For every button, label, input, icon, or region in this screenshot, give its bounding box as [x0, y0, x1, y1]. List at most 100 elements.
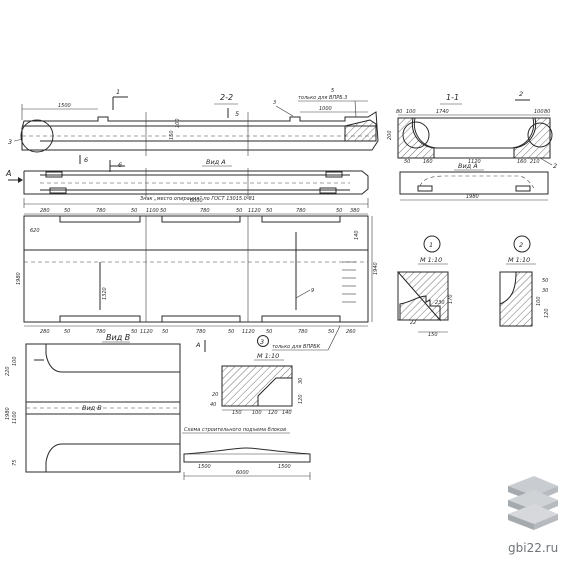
- b-dim-50c: 50: [162, 329, 168, 335]
- d3-dim-140: 140: [282, 410, 292, 416]
- lift-scheme: Схема строительного подъема блоков 1500 …: [182, 427, 311, 480]
- r-dim-80b: 80: [544, 109, 550, 115]
- view-a-arrow-bottom: А: [195, 341, 200, 349]
- label-5-top: 5: [331, 88, 334, 94]
- l-dim-1980: 1980: [5, 407, 11, 420]
- cut-6: 6: [118, 161, 122, 169]
- r-dim-50: 50: [404, 159, 410, 165]
- ls-dim-1500b: 1500: [278, 464, 291, 470]
- cut-5: 5: [235, 110, 239, 118]
- d1-dim-170: 170: [448, 294, 454, 304]
- elevation-2-2: 2-2 3 1500 1 5 3 5 только для ВПРБ.3 1: [8, 88, 379, 172]
- p-dim-1980: 1980: [16, 272, 22, 285]
- b-dim-50e: 50: [266, 329, 272, 335]
- view-a-strip: Вид А А Знак „место опирания“ по ГОСТ 13…: [5, 158, 369, 208]
- r-dim-100a: 100: [406, 109, 416, 115]
- view-a-title: Вид А: [206, 158, 226, 166]
- section-label-2-2: 2-2: [220, 93, 233, 102]
- p-dim-50b: 50: [131, 208, 137, 214]
- r-dim-160b: 160: [517, 159, 527, 165]
- p-dim-780b: 780: [200, 208, 210, 214]
- d1-dim-230: 230: [435, 300, 445, 306]
- d2-dim-30: 30: [542, 288, 548, 294]
- d3-dim-40: 40: [210, 402, 216, 408]
- view-a-arrow: А: [5, 169, 11, 178]
- r-dim-80: 80: [396, 109, 402, 115]
- d3-dim-150: 150: [232, 410, 242, 416]
- l-dim-100: 100: [12, 356, 18, 366]
- p-dim-50a: 50: [64, 208, 70, 214]
- p-dim-50f: 50: [336, 208, 342, 214]
- r-dim-100b: 100: [534, 109, 544, 115]
- detail-1-number: 1: [429, 241, 433, 249]
- dim-100: 100: [175, 118, 181, 128]
- note-only-vprb3: только для ВПРБ.3: [298, 95, 347, 101]
- b-dim-50d: 50: [228, 329, 234, 335]
- b-dim-1120b: 1120: [242, 329, 255, 335]
- note-only-vprbk: только для ВПРБК: [272, 344, 321, 350]
- detail-1-scale: М 1:10: [420, 256, 442, 264]
- b-dim-780c: 780: [298, 329, 308, 335]
- p-dim-50e: 50: [266, 208, 272, 214]
- p-dim-280: 280: [40, 208, 50, 214]
- b-dim-780a: 780: [96, 329, 106, 335]
- detail-2: 2 М 1:10 50 30 100 120: [499, 235, 550, 327]
- detail-3-scale: М 1:10: [257, 352, 279, 360]
- cut-1-top: 1: [116, 88, 120, 96]
- callout-3: 3: [8, 138, 12, 146]
- p-dim-1120: 1120: [248, 208, 261, 214]
- d1-dim-22: 22: [410, 320, 416, 326]
- d2-dim-50: 50: [542, 278, 548, 284]
- dim-150: 150: [169, 130, 175, 140]
- p-dim-780c: 780: [296, 208, 306, 214]
- label-3-top: 3: [273, 100, 276, 106]
- note-lift-scheme: Схема строительного подъема блоков: [184, 427, 286, 433]
- b-dim-50b: 50: [131, 329, 137, 335]
- b-dim-780b: 780: [196, 329, 206, 335]
- plan-view: 280 50 780 50 1100 50 780 50 1120 50 780…: [16, 208, 379, 351]
- view-v-left-title: Вид В: [106, 333, 130, 342]
- l-dim-220: 220: [5, 366, 11, 376]
- section-1-1: 1-1 2 1740 80 100 100 80 200 160 1120 16…: [387, 90, 557, 201]
- r-dim-210: 210: [530, 159, 540, 165]
- b-dim-50a: 50: [64, 329, 70, 335]
- l-dim-75: 75: [12, 460, 18, 466]
- dim-6000-top: 6000: [190, 198, 203, 204]
- d3-dim-120: 120: [298, 394, 304, 404]
- b-dim-260: 260: [346, 329, 356, 335]
- cut-6-left: 6: [84, 156, 88, 164]
- d3-dim-30: 30: [298, 378, 304, 384]
- p-dim-50c: 50: [160, 208, 166, 214]
- dim-1500: 1500: [58, 103, 71, 109]
- brand-logo: [508, 476, 558, 530]
- l-dim-1100: 1100: [12, 411, 18, 424]
- detail-2-scale: М 1:10: [508, 256, 530, 264]
- p-dim-140: 140: [354, 230, 360, 240]
- r-dim-1740: 1740: [436, 109, 449, 115]
- b-dim-1120a: 1120: [140, 329, 153, 335]
- view-v-mid: Вид В: [82, 404, 102, 412]
- detail-3: М 1:10 30 120 40 150 100 120 140 20: [210, 352, 304, 416]
- p-dim-380: 380: [350, 208, 360, 214]
- p-dim-1100: 1100: [146, 208, 159, 214]
- ls-dim-1500: 1500: [198, 464, 211, 470]
- p-dim-780a: 780: [96, 208, 106, 214]
- ls-dim-6000: 6000: [236, 470, 249, 476]
- detail-2-number: 2: [519, 241, 523, 249]
- dim-1000-top: 1000: [319, 106, 332, 112]
- p-dim-620: 620: [30, 228, 40, 234]
- view-a-right: Вид А: [458, 162, 478, 170]
- d3-dim-120: 120: [268, 410, 278, 416]
- p-dim-1320: 1320: [102, 287, 108, 300]
- detail-1: 1 М 1:10 230 170 22 150: [396, 235, 454, 338]
- cut-2-bottom: 2: [553, 162, 557, 170]
- r-dim-160: 160: [423, 159, 433, 165]
- d2-dim-100: 100: [536, 296, 542, 306]
- d2-dim-120: 120: [544, 308, 550, 318]
- d3-dim-20: 20: [212, 392, 218, 398]
- b-dim-50f: 50: [328, 329, 334, 335]
- cut-2-marker: 2: [519, 90, 523, 98]
- r-dim-1120: 1120: [468, 159, 481, 165]
- view-v: Вид В Вид В 220 100 1980 1100 75 А: [5, 333, 206, 473]
